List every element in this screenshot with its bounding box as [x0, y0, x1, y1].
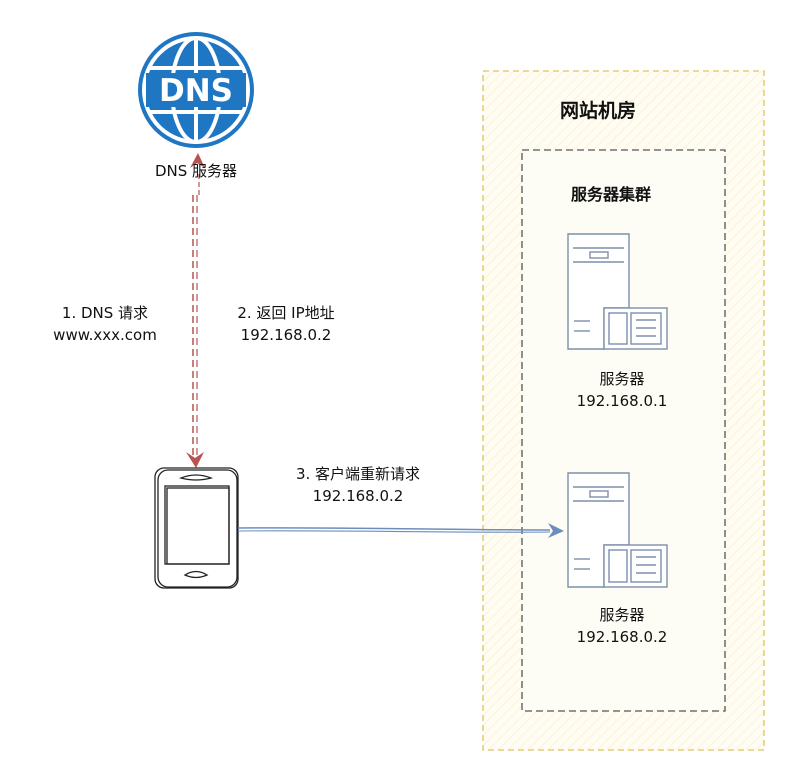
- server1-name: 服务器: [599, 370, 645, 388]
- server-icon-2: [567, 472, 668, 588]
- step3-line1: 3. 客户端重新请求: [295, 465, 421, 483]
- server-icon-1: [567, 233, 668, 350]
- step3-line2: 192.168.0.2: [312, 487, 404, 505]
- server2-name: 服务器: [599, 606, 645, 624]
- server2-label: 服务器 192.168.0.2: [547, 604, 697, 648]
- client-request-arrow: [237, 523, 564, 538]
- dns-server-label: DNS 服务器: [154, 162, 238, 180]
- dns-response-arrow: [190, 153, 205, 195]
- step1-label: 1. DNS 请求 www.xxx.com: [30, 302, 180, 346]
- step1-line2: www.xxx.com: [53, 326, 157, 344]
- server2-ip: 192.168.0.2: [576, 628, 668, 646]
- step2-line2: 192.168.0.2: [240, 326, 332, 344]
- dns-request-arrow: [186, 195, 204, 468]
- dns-icon-text: DNS: [159, 73, 233, 109]
- step3-label: 3. 客户端重新请求 192.168.0.2: [268, 463, 448, 507]
- cluster-title: 服务器集群: [571, 185, 652, 204]
- dns-globe-icon: DNS: [138, 32, 254, 148]
- datacenter-title: 网站机房: [560, 100, 637, 122]
- phone-icon: [154, 467, 239, 589]
- server1-ip: 192.168.0.1: [576, 392, 668, 410]
- step1-line1: 1. DNS 请求: [61, 304, 149, 322]
- step2-line1: 2. 返回 IP地址: [237, 304, 335, 322]
- server1-label: 服务器 192.168.0.1: [547, 368, 697, 412]
- step2-label: 2. 返回 IP地址 192.168.0.2: [206, 302, 366, 346]
